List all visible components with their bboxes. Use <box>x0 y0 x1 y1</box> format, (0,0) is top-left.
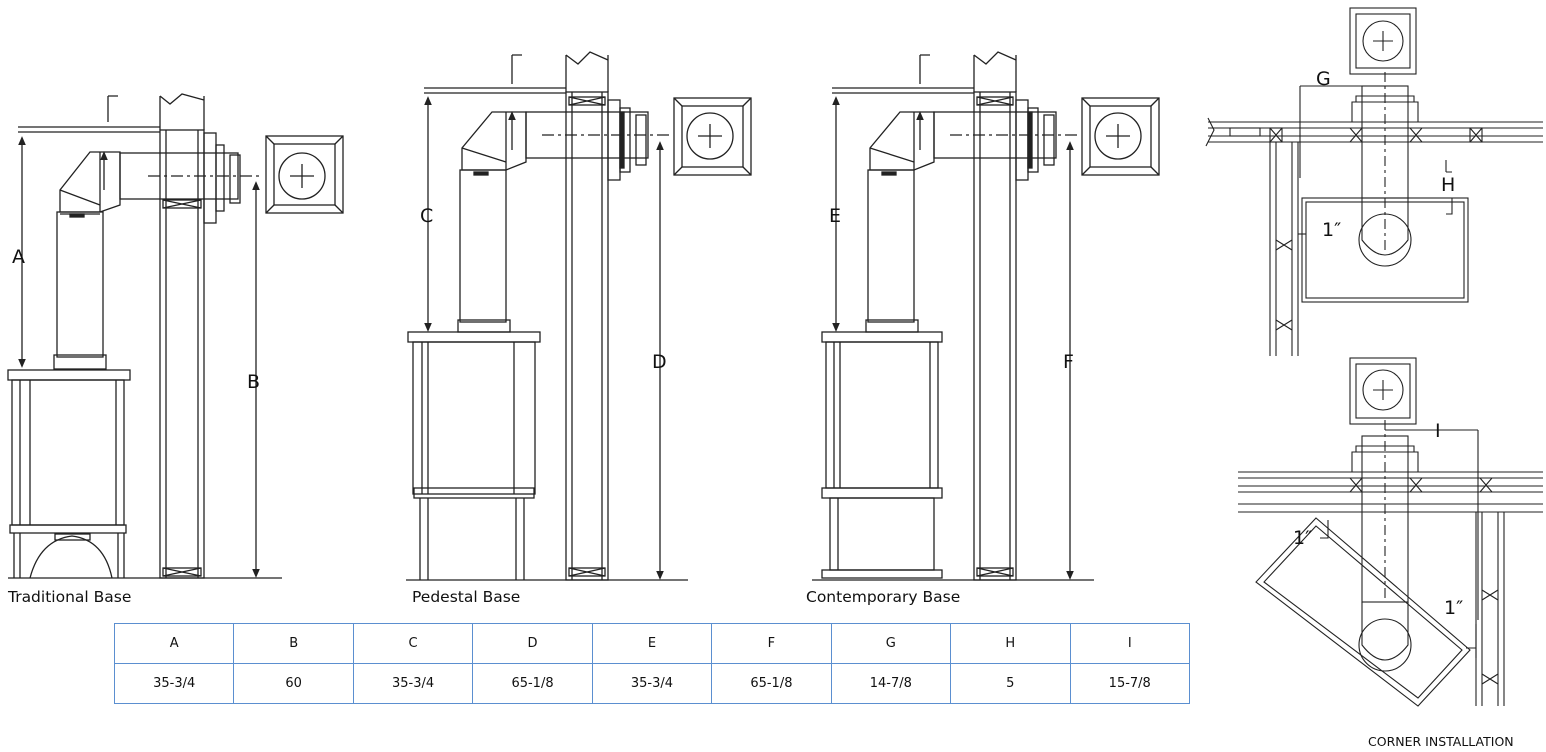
caption-corner-installation: CORNER INSTALLATION <box>1368 734 1514 749</box>
table-value-row: 35-3/4 60 35-3/4 65-1/8 35-3/4 65-1/8 14… <box>113 663 1190 704</box>
dimensions-table: A B C D E F G H I 35-3/4 60 35-3/4 65-1/… <box>113 623 1190 704</box>
table-header-cell: G <box>830 623 952 664</box>
dim-label-b: B <box>247 371 260 393</box>
dim-label-g: G <box>1316 68 1331 90</box>
dim-label-e: E <box>829 205 841 227</box>
table-header-cell: I <box>1069 623 1190 664</box>
dim-label-a: A <box>12 246 25 268</box>
dim-label-f: F <box>1063 351 1074 373</box>
table-value-cell: 35-3/4 <box>591 663 713 704</box>
table-value-cell: 65-1/8 <box>472 663 593 704</box>
table-header-cell: H <box>950 623 1071 664</box>
table-header-row: A B C D E F G H I <box>113 623 1190 664</box>
table-header-cell: E <box>591 623 713 664</box>
dim-label-d: D <box>652 351 667 373</box>
table-value-cell: 5 <box>950 663 1071 704</box>
table-header-cell: D <box>472 623 593 664</box>
table-value-cell: 15-7/8 <box>1069 663 1190 704</box>
corner-top-drawing <box>1205 7 1543 356</box>
table-header-cell: C <box>352 623 474 664</box>
table-value-cell: 60 <box>233 663 354 704</box>
dim-label-one-inch-top: 1″ <box>1322 219 1341 241</box>
table-header-cell: A <box>113 623 235 664</box>
dim-label-c: C <box>420 205 433 227</box>
traditional-base-drawing <box>7 93 344 579</box>
dim-label-i: I <box>1435 420 1441 442</box>
contemporary-base-drawing <box>812 51 1160 581</box>
table-header-cell: F <box>711 623 832 664</box>
caption-contemporary-base: Contemporary Base <box>806 588 961 606</box>
table-value-cell: 35-3/4 <box>113 663 235 704</box>
dim-label-one-inch-right: 1″ <box>1444 597 1463 619</box>
dim-label-h: H <box>1441 174 1455 196</box>
table-header-cell: B <box>233 623 354 664</box>
table-value-cell: 35-3/4 <box>352 663 474 704</box>
table-value-cell: 14-7/8 <box>830 663 952 704</box>
pedestal-base-drawing <box>406 51 752 581</box>
corner-bottom-drawing <box>1238 357 1543 707</box>
caption-traditional-base: Traditional Base <box>8 588 132 606</box>
caption-pedestal-base: Pedestal Base <box>412 588 521 606</box>
dim-label-one-inch-left: 1″ <box>1293 527 1312 549</box>
table-value-cell: 65-1/8 <box>711 663 832 704</box>
